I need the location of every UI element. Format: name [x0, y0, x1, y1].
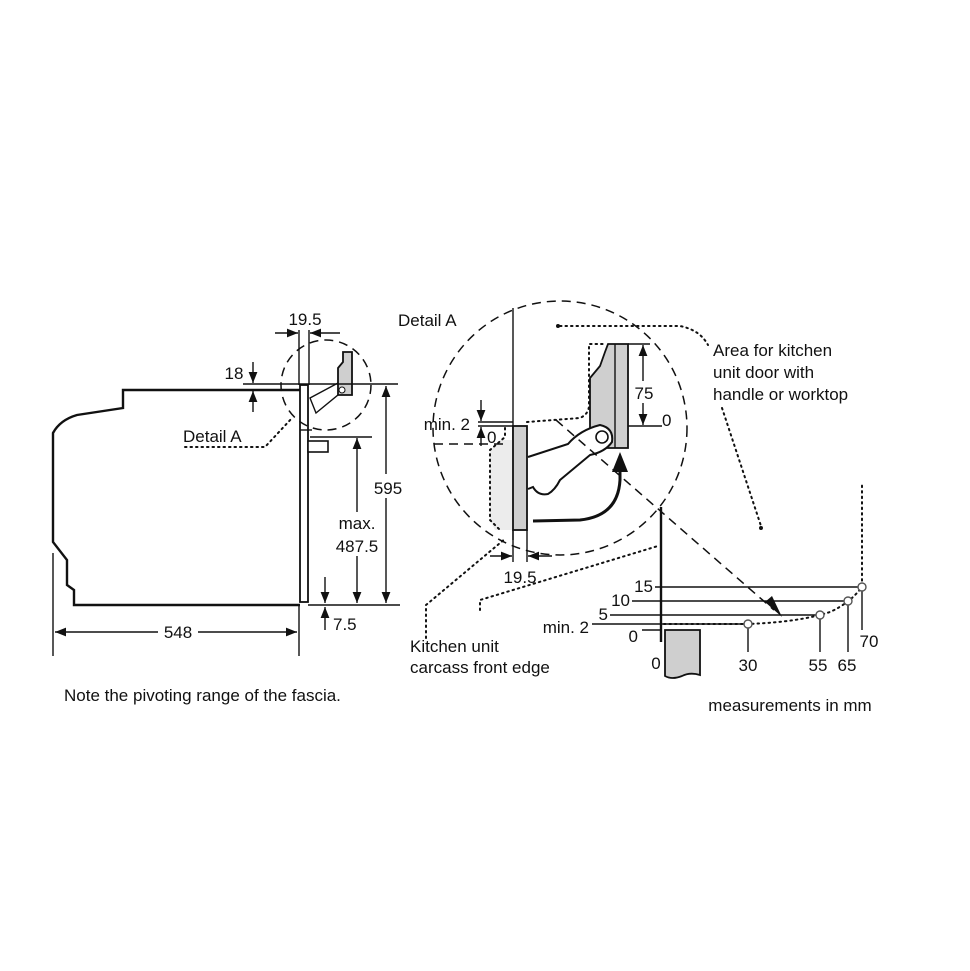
dim-top-gap: 18 [225, 364, 244, 383]
zero-left: 0 [487, 428, 496, 447]
hinge-arm [527, 423, 614, 496]
detail-a-view: Detail A min. 2 0 75 0 19.5 Area for k [398, 300, 848, 677]
x-label-0: 0 [651, 654, 660, 673]
pivot-range-chart: 15 10 5 min. 2 0 0 30 55 65 70 measureme… [543, 484, 879, 715]
side-view: 19.5 18 595 max. 487.5 7.5 548 Detail A [51, 310, 408, 656]
dim-bottom-gap: 7.5 [333, 615, 357, 634]
carcass-label-line-1: Kitchen unit [410, 637, 499, 656]
y-label-15: 15 [634, 577, 653, 596]
closed-fascia-shadow [490, 440, 513, 530]
zero-right: 0 [662, 411, 671, 430]
dim-panel-travel: 75 [635, 384, 654, 403]
y-label-0: 0 [629, 627, 638, 646]
dim-height: 595 [374, 479, 402, 498]
pivot-note: Note the pivoting range of the fascia. [64, 686, 341, 705]
area-label-line-2: unit door with [713, 363, 814, 382]
x-label-70: 70 [860, 632, 879, 651]
x-label-55: 55 [809, 656, 828, 675]
dim-max-label: max. [339, 514, 376, 533]
detail-title: Detail A [398, 311, 457, 330]
dim-fascia-width-detail: 19.5 [503, 568, 536, 587]
area-label-line-1: Area for kitchen [713, 341, 832, 360]
carcass-label-line-2: carcass front edge [410, 658, 550, 677]
closed-fascia [512, 425, 528, 531]
worktop-section [664, 629, 701, 679]
y-label-5: 5 [599, 605, 608, 624]
dim-depth: 548 [164, 623, 192, 642]
area-label-line-3: handle or worktop [713, 385, 848, 404]
min-2-label: min. 2 [424, 415, 470, 434]
detail-a-circle [280, 339, 372, 431]
detail-circle [432, 300, 688, 556]
oven-handle [307, 440, 329, 453]
y-label-min-2: min. 2 [543, 618, 589, 637]
units-note: measurements in mm [708, 696, 871, 715]
open-fascia-panel [589, 343, 629, 449]
dim-fascia-width: 19.5 [288, 310, 321, 329]
detail-a-label: Detail A [183, 427, 242, 446]
dim-max-value: 487.5 [336, 537, 379, 556]
oven-body-outline [51, 388, 300, 607]
pivot-arrow [532, 470, 622, 523]
oven-door [299, 384, 309, 603]
x-label-30: 30 [739, 656, 758, 675]
x-label-65: 65 [838, 656, 857, 675]
y-label-10: 10 [611, 591, 630, 610]
